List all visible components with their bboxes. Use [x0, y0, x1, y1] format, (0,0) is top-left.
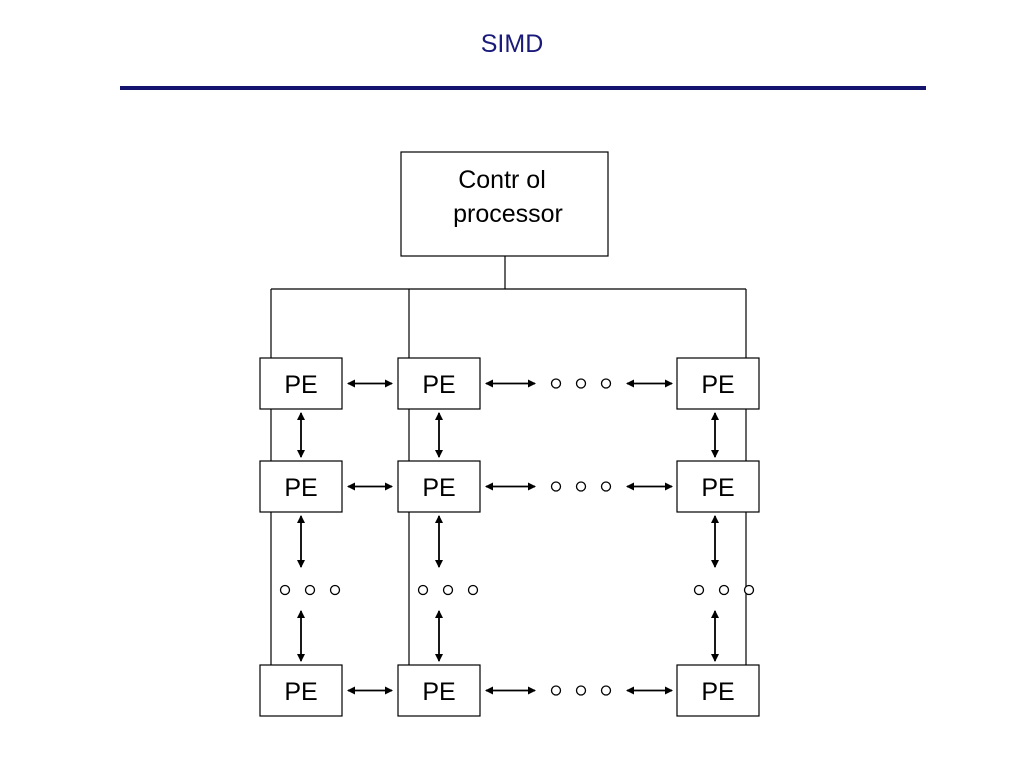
pe-label: PE — [422, 371, 455, 399]
pe-box — [676, 357, 760, 410]
row-ellipsis-3 — [550, 685, 612, 696]
ellipsis-dot — [600, 378, 612, 389]
ellipsis-dot — [279, 584, 291, 596]
col-ellipsis-1 — [279, 584, 341, 596]
control-processor-box — [400, 151, 609, 257]
ellipsis-dot — [600, 481, 612, 492]
slide-title: SIMD — [480, 30, 544, 58]
ellipsis-dot — [743, 584, 755, 596]
ellipsis-dot — [575, 378, 587, 389]
ellipsis-dot — [329, 584, 341, 596]
pe-r2-c3: PE — [676, 460, 760, 513]
pe-label: PE — [422, 678, 455, 706]
pe-label: PE — [284, 371, 317, 399]
pe-label: PE — [701, 371, 734, 399]
ellipsis-dot — [550, 481, 562, 492]
ellipsis-dot — [718, 584, 730, 596]
pe-r2-c2: PE — [397, 460, 481, 513]
row-ellipsis-1 — [550, 378, 612, 389]
title-underline — [120, 86, 926, 90]
pe-r2-c1: PE — [259, 460, 343, 513]
pe-r3-c1: PE — [259, 664, 343, 717]
pe-label: PE — [284, 678, 317, 706]
pe-box — [397, 357, 481, 410]
control-processor: Contr ol processor — [400, 151, 609, 257]
row-ellipsis-2 — [550, 481, 612, 492]
control-processor-label-line1: Contr ol — [458, 166, 546, 194]
pe-label: PE — [701, 474, 734, 502]
ellipsis-dot — [304, 584, 316, 596]
ellipsis-dot — [575, 481, 587, 492]
pe-r1-c2: PE — [397, 357, 481, 410]
pe-r3-c2: PE — [397, 664, 481, 717]
pe-label: PE — [422, 474, 455, 502]
pe-r1-c3: PE — [676, 357, 760, 410]
pe-grid: PE PE PE PE PE PE PE PE PE — [259, 357, 760, 717]
pe-r3-c3: PE — [676, 664, 760, 717]
col-ellipsis-2 — [417, 584, 479, 596]
control-processor-label-line2: processor — [453, 200, 563, 228]
ellipsis-dot — [550, 378, 562, 389]
pe-box — [259, 357, 343, 410]
pe-box — [397, 664, 481, 717]
ellipsis-dot — [467, 584, 479, 596]
ellipsis-dot — [600, 685, 612, 696]
continuation-ellipses — [279, 378, 755, 696]
pe-box — [397, 460, 481, 513]
ellipsis-dot — [693, 584, 705, 596]
pe-label: PE — [701, 678, 734, 706]
pe-box — [259, 460, 343, 513]
ellipsis-dot — [442, 584, 454, 596]
pe-box — [676, 460, 760, 513]
pe-interconnects — [297, 379, 719, 695]
pe-label: PE — [284, 474, 317, 502]
pe-box — [676, 664, 760, 717]
col-ellipsis-3 — [693, 584, 755, 596]
ellipsis-dot — [550, 685, 562, 696]
pe-r1-c1: PE — [259, 357, 343, 410]
ellipsis-dot — [417, 584, 429, 596]
ellipsis-dot — [575, 685, 587, 696]
pe-box — [259, 664, 343, 717]
